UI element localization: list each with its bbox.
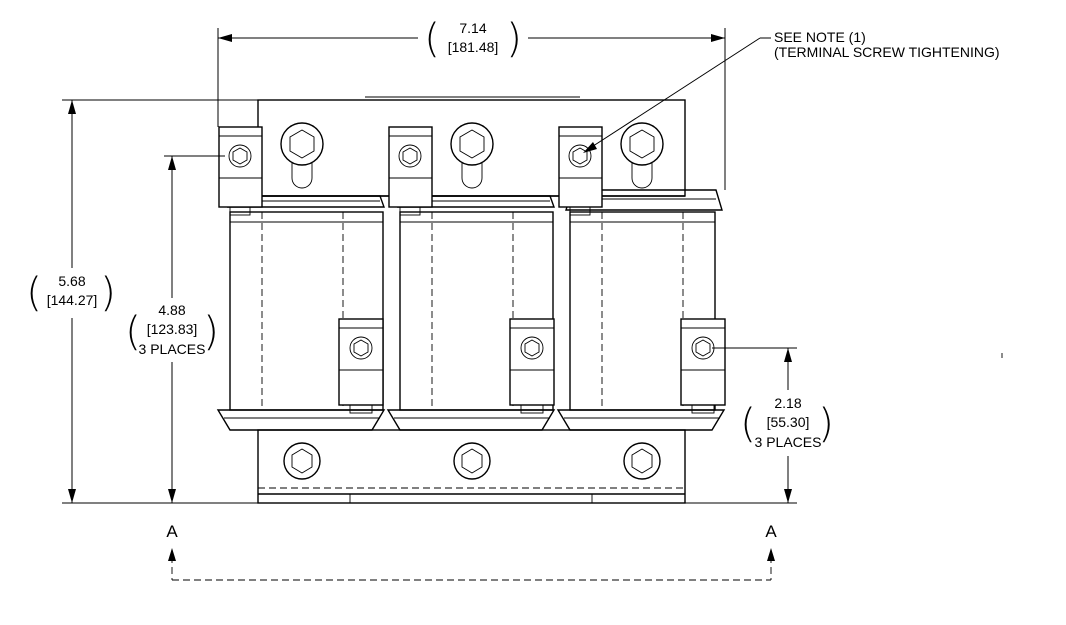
lower-terminal-3 xyxy=(680,318,726,414)
section-label-right: A xyxy=(765,522,777,541)
top-bolt-1 xyxy=(280,122,324,189)
svg-text:(: ( xyxy=(740,401,756,447)
upper-terminal-3 xyxy=(558,126,603,216)
width-inch: 7.14 xyxy=(459,20,486,36)
svg-text:(: ( xyxy=(125,309,141,355)
terminal-height-inch: 4.88 xyxy=(158,302,185,318)
note-line-2: (TERMINAL SCREW TIGHTENING) xyxy=(774,44,1000,60)
svg-text:(: ( xyxy=(26,270,42,316)
top-bolt-2 xyxy=(450,122,494,189)
width-mm: [181.48] xyxy=(448,39,499,55)
upper-terminal-1 xyxy=(218,126,263,216)
overall-height-inch: 5.68 xyxy=(58,273,85,289)
svg-text:): ) xyxy=(818,401,834,447)
upper-flanges xyxy=(227,189,723,211)
svg-text:): ) xyxy=(203,309,219,355)
terminal-height-places: 3 PLACES xyxy=(139,341,206,357)
overall-height-mm: [144.27] xyxy=(47,292,98,308)
width-dimension: ( ) 7.14 [181.48] xyxy=(217,16,726,190)
bottom-bolt-2 xyxy=(453,442,491,480)
upper-terminal-2 xyxy=(388,126,433,216)
section-line-a-a: A A xyxy=(166,522,777,581)
svg-text:): ) xyxy=(506,16,522,62)
lower-flanges xyxy=(216,409,726,431)
svg-text:): ) xyxy=(100,270,116,316)
top-bolt-3 xyxy=(620,122,664,189)
bottom-bolt-1 xyxy=(283,442,321,480)
lower-terminal-height-dimension: ( ) 2.18 [55.30] 3 PLACES xyxy=(685,347,834,504)
lower-terminal-height-mm: [55.30] xyxy=(767,414,810,430)
bottom-bolt-3 xyxy=(623,442,661,480)
terminal-height-dimension: ( ) 4.88 [123.83] 3 PLACES xyxy=(125,155,225,503)
lower-terminal-2 xyxy=(509,318,555,414)
note-leader: SEE NOTE (1) (TERMINAL SCREW TIGHTENING) xyxy=(583,29,1000,153)
overall-height-dimension: ( ) 5.68 [144.27] xyxy=(26,99,258,504)
lower-terminal-height-inch: 2.18 xyxy=(774,395,801,411)
note-line-1: SEE NOTE (1) xyxy=(774,29,866,45)
svg-text:(: ( xyxy=(424,16,440,62)
bottom-bracket xyxy=(257,429,686,504)
lower-terminal-1 xyxy=(338,318,384,414)
section-label-left: A xyxy=(166,522,178,541)
terminal-height-mm: [123.83] xyxy=(147,321,198,337)
lower-terminal-height-places: 3 PLACES xyxy=(755,434,822,450)
